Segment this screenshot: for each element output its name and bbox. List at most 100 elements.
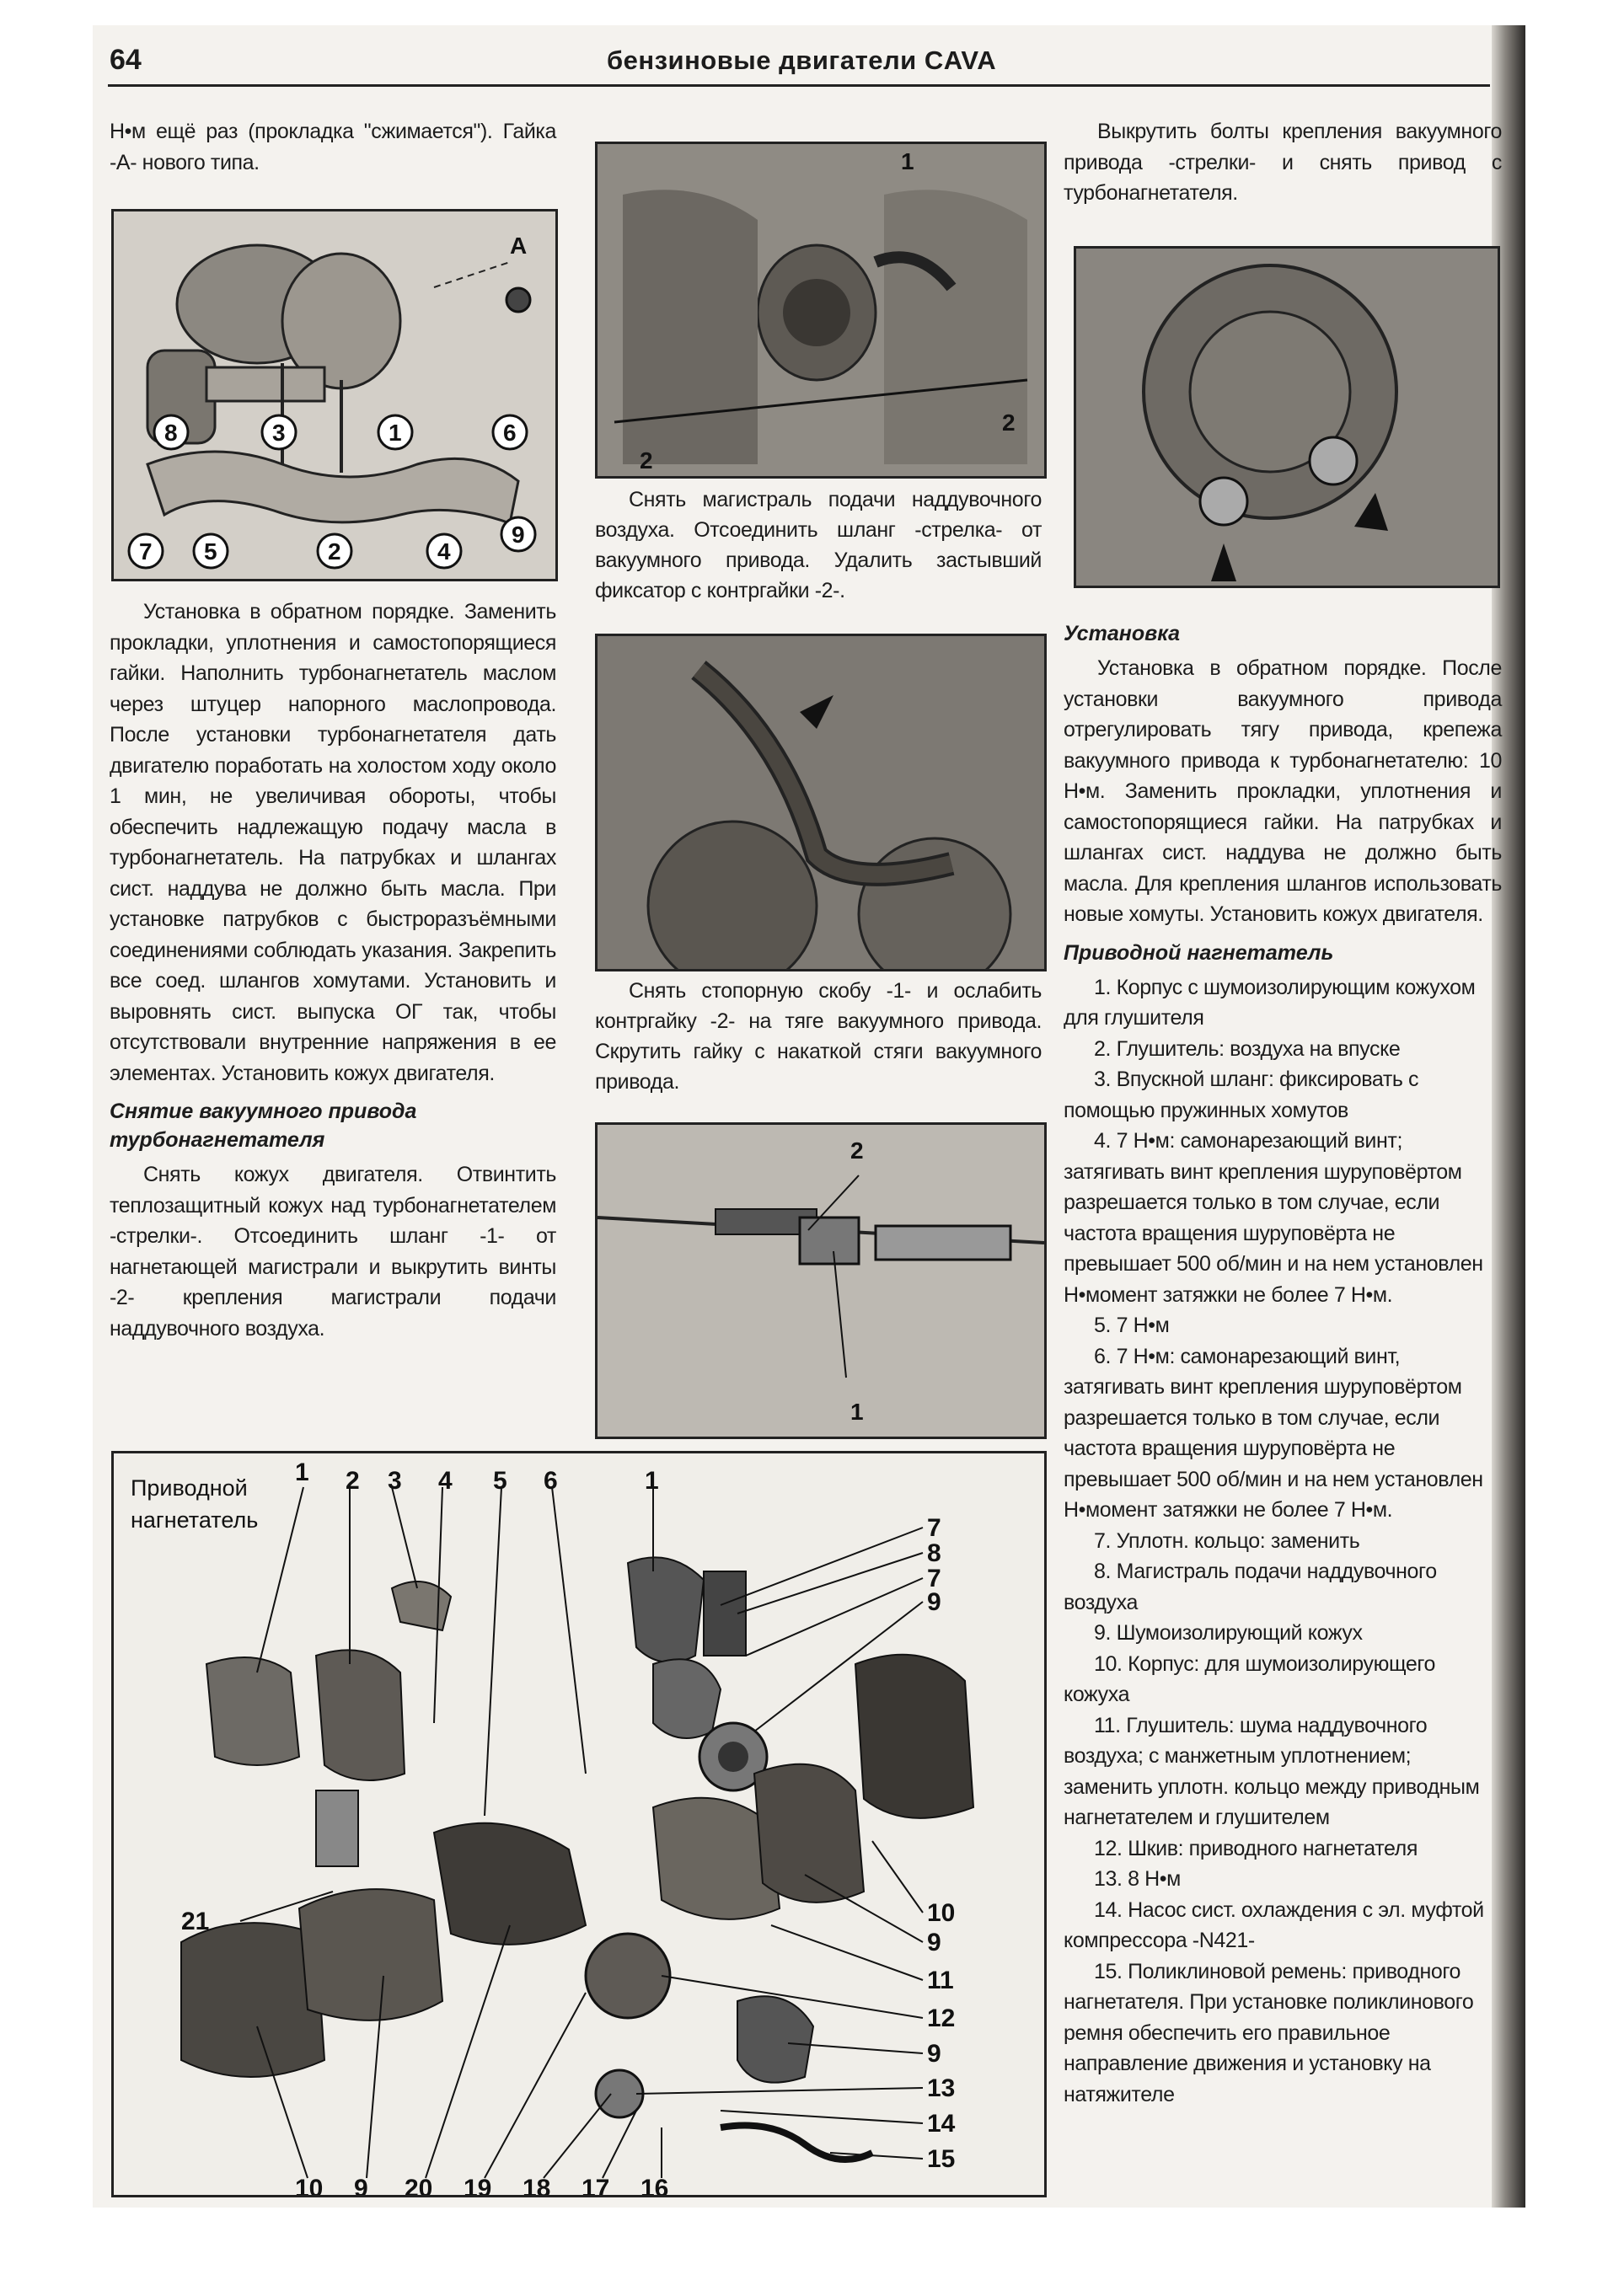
diagram-num: 17: [582, 2175, 609, 2195]
diagram-num: 11: [927, 1967, 954, 1994]
vacuum-rod-photo: 2 1: [598, 1125, 1044, 1437]
list-item: 15. Поликлиновой ремень: приводного нагн…: [1064, 1959, 1474, 2106]
list-item: 13. 8 Н•м: [1094, 1867, 1181, 1891]
diagram-num: 5: [493, 1467, 507, 1495]
page-running-title: бензиновые двигатели CAVA: [607, 45, 997, 75]
turbocharger-drawing: A 8 3 1 6 7 5 2 4 9: [114, 211, 555, 579]
callouts-row-2: 7 5 2 4 9: [127, 516, 537, 570]
col3-heading-install: Установка: [1064, 622, 1181, 645]
col3-top-paragraph: Выкрутить болты крепления вакуумного при…: [1064, 120, 1502, 205]
col1-heading-removal: Снятие вакуумного привода турбонагнетате…: [110, 1100, 417, 1152]
diagram-num: 9: [354, 2175, 368, 2195]
parts-list: 1. Корпус с шумоизолирующим кожухом для …: [1064, 972, 1502, 2111]
list-item: 4. 7 Н•м: самонарезающий винт; затягиват…: [1064, 1129, 1483, 1307]
col1-top-paragraph: Н•м ещё раз (прокладка "сжимается"). Гай…: [110, 120, 556, 174]
arrow-up-icon-1: [1211, 543, 1236, 581]
intake-pipe-photo: 1 2 2: [598, 144, 1044, 476]
fig2-callout-2b: 2: [1002, 409, 1016, 436]
caption-2: Снять магистраль подачи наддувочного воз…: [595, 488, 1042, 602]
list-item: 8. Магистраль подачи наддувочного воздух…: [1064, 1560, 1437, 1614]
diagram-num: 1: [295, 1458, 309, 1486]
diagram-num: 8: [927, 1539, 941, 1567]
diagram-num: 15: [927, 2145, 955, 2173]
header-rule: [108, 84, 1490, 87]
fig2-callout-2a: 2: [640, 447, 653, 474]
label-a: A: [510, 233, 527, 259]
diagram-num: 1: [645, 1467, 659, 1495]
diagram-num: 10: [295, 2175, 323, 2195]
callout-3: 3: [272, 420, 286, 446]
supercharger-exploded-drawing: Приводной нагнетатель: [114, 1453, 1044, 2195]
diagram-num: 6: [544, 1467, 558, 1495]
diagram-num: 7: [927, 1514, 941, 1542]
column-1: Н•м ещё раз (прокладка "сжимается"). Гай…: [110, 116, 556, 178]
figure-vacuum-rod: 2 1: [595, 1122, 1047, 1439]
diagram-title-line1: Приводной: [131, 1475, 248, 1501]
list-item: 1. Корпус с шумоизолирующим кожухом для …: [1064, 975, 1476, 1030]
column-2-caption-2: Снять стопорную скобу -1- и ослабить кон…: [595, 976, 1042, 1097]
diagram-num: 21: [181, 1908, 209, 1935]
diagram-num: 16: [640, 2175, 668, 2195]
fig4-callout-1: 1: [850, 1399, 864, 1425]
diagram-num: 19: [464, 2175, 491, 2195]
list-item: 5. 7 Н•м: [1094, 1314, 1170, 1337]
col3-install-paragraph: Установка в обратном порядке. После уста…: [1064, 656, 1502, 926]
diagram-bottom-numbers: 10 9 20 19 18 17 16: [295, 2175, 668, 2195]
figure-vacuum-actuator-bolts: [1074, 246, 1500, 588]
list-item: 9. Шумоизолирующий кожух: [1094, 1621, 1363, 1645]
diagram-right-numbers: 7 8 7 9 10 9 11 12 9 13 14 15: [927, 1514, 956, 2173]
list-item: 12. Шкив: приводного нагнетателя: [1094, 1836, 1418, 1860]
diagram-num: 13: [927, 2074, 955, 2102]
figure-intake-pipe: 1 2 2: [595, 142, 1047, 479]
callout-1: 1: [389, 420, 402, 446]
callout-5: 5: [204, 538, 217, 565]
list-item: 11. Глушитель: шума наддувочного воздуха…: [1064, 1713, 1480, 1830]
list-item: 10. Корпус: для шумоизолирующего кожуха: [1064, 1651, 1436, 1707]
diagram-num: 9: [927, 2040, 941, 2068]
callouts-row-1: 8 3 1 6: [153, 414, 528, 451]
nut-a-icon: [505, 286, 532, 313]
list-item: 7. Уплотн. кольцо: заменить: [1094, 1528, 1360, 1553]
arrow-up-icon-2: [1354, 493, 1388, 531]
figure-supercharger-exploded: Приводной нагнетатель: [111, 1451, 1047, 2197]
callout-2: 2: [328, 538, 341, 565]
diagram-num: 9: [927, 1588, 941, 1616]
diagram-num: 10: [927, 1899, 955, 1927]
diagram-num: 14: [927, 2110, 956, 2138]
figure-vacuum-hose: [595, 634, 1047, 971]
callout-6: 6: [503, 420, 517, 446]
list-item: 6. 7 Н•м: самонарезающий винт, затягиват…: [1064, 1344, 1483, 1523]
col1-install-paragraph: Установка в обратном порядке. Заменить п…: [110, 600, 556, 1085]
column-2-caption-1: Снять магистраль подачи наддувочного воз…: [595, 484, 1042, 606]
column-3-top: Выкрутить болты крепления вакуумного при…: [1064, 116, 1502, 209]
diagram-top-numbers: 1 2 3 4 5 6 1: [295, 1458, 659, 1495]
diagram-num: 18: [523, 2175, 550, 2195]
fig2-callout-1: 1: [901, 148, 914, 174]
col3-heading-drive: Приводной нагнетатель: [1064, 940, 1334, 965]
diagram-num: 12: [927, 2004, 955, 2032]
diagram-title-line2: нагнетатель: [131, 1507, 258, 1533]
callout-7: 7: [139, 538, 153, 565]
callout-9: 9: [512, 522, 525, 548]
page-number: 64: [110, 44, 142, 76]
caption-3: Снять стопорную скобу -1- и ослабить кон…: [595, 979, 1042, 1094]
callout-8: 8: [164, 420, 178, 446]
column-3-body: Установка Установка в обратном порядке. …: [1064, 619, 1502, 2110]
arrow-icon: [800, 695, 833, 729]
diagram-num: 2: [346, 1467, 360, 1495]
diagram-num: 3: [388, 1467, 402, 1495]
diagram-num: 9: [927, 1929, 941, 1956]
callout-4: 4: [437, 538, 451, 565]
list-item: 2. Глушитель: воздуха на впуске: [1094, 1036, 1401, 1061]
diagram-num: 20: [405, 2175, 432, 2195]
figure-turbocharger-exploded: A 8 3 1 6 7 5 2 4 9: [111, 209, 558, 581]
vacuum-actuator-photo: [1076, 249, 1498, 586]
list-item: 14. Насос сист. охлаждения с эл. муфтой …: [1064, 1897, 1484, 1953]
list-item: 3. Впускной шланг: фиксировать с помощью…: [1064, 1068, 1419, 1122]
diagram-num: 4: [438, 1467, 453, 1495]
column-1-body: Установка в обратном порядке. Заменить п…: [110, 597, 556, 1344]
col1-removal-paragraph: Снять кожух двигателя. Отвинтить теплоза…: [110, 1163, 556, 1341]
fig4-callout-2: 2: [850, 1137, 864, 1164]
diagram-num: 7: [927, 1565, 941, 1592]
vacuum-hose-photo: [598, 636, 1044, 969]
